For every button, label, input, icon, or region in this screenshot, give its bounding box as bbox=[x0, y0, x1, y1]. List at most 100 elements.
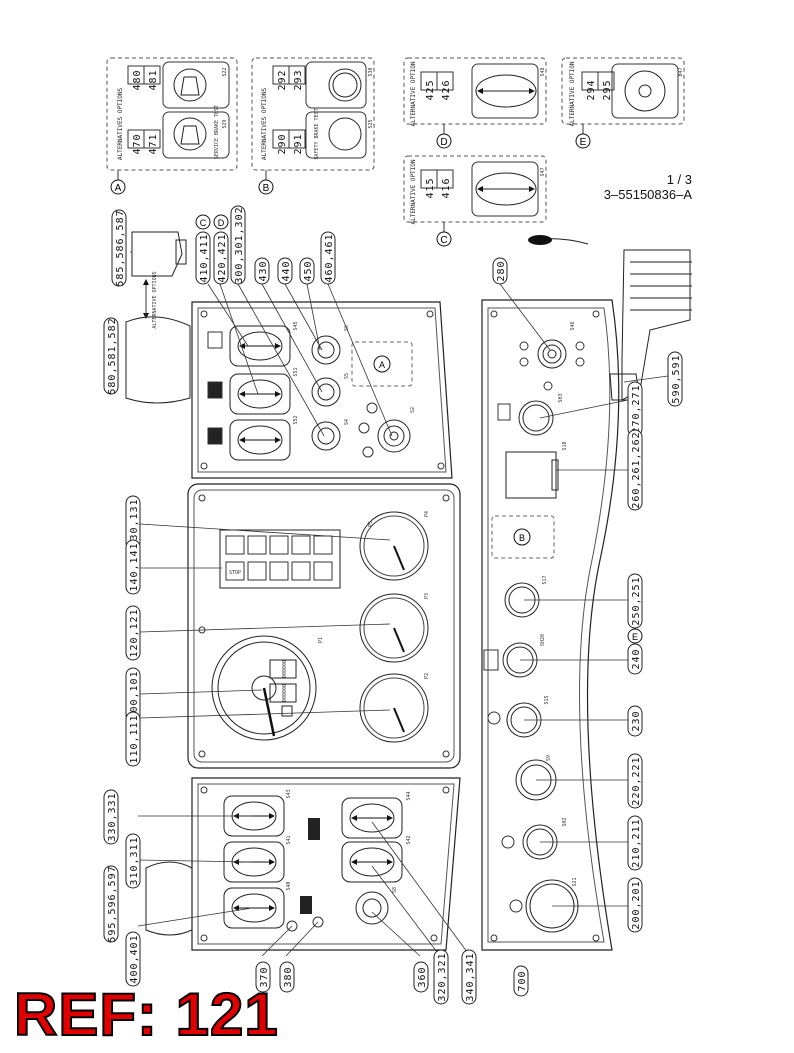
callout-200-201: 200,201 bbox=[631, 880, 642, 929]
option-a-letter: A bbox=[115, 183, 122, 194]
callout-250-251: 250,251 bbox=[631, 576, 642, 625]
option-c-switch: S47 bbox=[540, 167, 546, 176]
label-s5: S5 bbox=[344, 373, 350, 379]
label-s46: S46 bbox=[570, 321, 576, 330]
key-switch-s8[interactable] bbox=[355, 891, 389, 925]
label-s43: S43 bbox=[286, 789, 292, 798]
callout-460-461: 460,461 bbox=[324, 233, 335, 282]
rocker-switch-s44[interactable] bbox=[341, 797, 403, 839]
callout-270-271: 270,271 bbox=[631, 384, 642, 433]
label-s4: S4 bbox=[344, 419, 350, 425]
cab-icon bbox=[308, 818, 320, 840]
upper-switch-panel: A S45 S51 S52 S6 S5 S4 S2 bbox=[191, 301, 453, 479]
parking-icon bbox=[487, 711, 501, 725]
rotary-selector-280[interactable] bbox=[519, 339, 585, 391]
rocker-switch-s40[interactable] bbox=[223, 887, 285, 929]
callout-440: 440 bbox=[281, 260, 292, 281]
option-c-code-415: 415 bbox=[425, 177, 436, 198]
lights-icon bbox=[207, 331, 223, 349]
jack-icon bbox=[483, 649, 499, 671]
label-s52: S52 bbox=[293, 415, 299, 424]
button-sh3[interactable] bbox=[518, 400, 554, 436]
callout-380: 380 bbox=[283, 966, 294, 987]
option-e-code-294: 294 bbox=[586, 79, 597, 100]
gauge-p2: P2 bbox=[359, 673, 430, 743]
keychain-and-mat bbox=[528, 235, 692, 401]
label-s6: S6 bbox=[344, 325, 350, 331]
warning-light-block: STOP bbox=[219, 529, 341, 589]
option-c-letter: C bbox=[440, 235, 447, 246]
rotary-knob-s4[interactable] bbox=[311, 421, 341, 451]
sheet-page: 1 / 3 bbox=[666, 172, 692, 187]
option-a-code-471: 471 bbox=[148, 133, 159, 154]
ignition-key-switch[interactable] bbox=[377, 419, 411, 453]
callout-400-401: 400,401 bbox=[129, 934, 140, 983]
callout-340-341: 340,341 bbox=[465, 952, 476, 1001]
placeholder-option-a: A bbox=[379, 360, 385, 370]
callout-700: 700 bbox=[517, 970, 528, 991]
emergency-brake-icon bbox=[509, 899, 523, 913]
callout-260-261-262: 260,261,262 bbox=[631, 431, 642, 508]
rocker-switch-s51[interactable] bbox=[229, 373, 291, 415]
option-a-switch-s22: S22 bbox=[222, 67, 228, 76]
callout-595-596-597: 595,596,597 bbox=[107, 865, 118, 942]
option-d-title: ALTERNATIVE OPTION bbox=[410, 61, 417, 126]
callout-220-221: 220,221 bbox=[631, 756, 642, 805]
option-box-d: 425 426 ALTERNATIVE OPTION S48 D bbox=[403, 57, 547, 149]
label-p2: P2 bbox=[424, 673, 430, 679]
label-s9: S9 bbox=[546, 755, 552, 761]
label-s44: S44 bbox=[406, 791, 412, 800]
option-b-switch-s25: S25 bbox=[368, 119, 374, 128]
alt-options-arrow: ALTERNATIVE OPTIONS bbox=[143, 271, 158, 329]
option-d-code-425: 425 bbox=[425, 79, 436, 100]
callouts-top: 585,586,587 410,411 C 420,421 D 300,301,… bbox=[111, 205, 508, 287]
label-s40: S40 bbox=[286, 881, 292, 890]
callout-280: 280 bbox=[496, 260, 507, 281]
option-box-a: 480 481 470 471 ALTERNATIVES OPTIONS S22… bbox=[106, 57, 238, 195]
label-s42: S42 bbox=[406, 835, 412, 844]
option-box-b: 292 293 290 291 ALTERNATIVES OPTIONS S30… bbox=[251, 57, 375, 195]
option-a-caption: SERVICE BRAKE TEST bbox=[214, 105, 220, 159]
label-s2: S2 bbox=[410, 407, 416, 413]
label-s21: S21 bbox=[572, 877, 578, 886]
callout-420-421: 420,421 bbox=[217, 233, 228, 282]
option-e-code-295: 295 bbox=[602, 79, 613, 100]
label-sh2: SH2 bbox=[562, 817, 568, 826]
callout-370: 370 bbox=[259, 966, 270, 987]
callouts-bottom: 370 380 360 320,321 340,341 700 bbox=[255, 949, 529, 1005]
callout-240: 240 bbox=[631, 648, 642, 669]
gauge-panel: STOP 000000 000000 P1 P2 P3 bbox=[187, 483, 461, 769]
callout-585-586-587: 585,586,587 bbox=[115, 209, 126, 286]
rocker-switch-s42[interactable] bbox=[341, 841, 403, 883]
odometer-lower: 000000 bbox=[282, 684, 288, 702]
speedometer-p1: 000000 000000 P1 bbox=[211, 635, 324, 741]
callout-110-111: 110,111 bbox=[129, 714, 140, 763]
callout-120-121: 120,121 bbox=[129, 608, 140, 657]
callout-310-311: 310,311 bbox=[129, 836, 140, 885]
placeholder-option-b: B bbox=[519, 533, 525, 543]
callout-330-331: 330,331 bbox=[107, 792, 118, 841]
option-b-title: ALTERNATIVES OPTIONS bbox=[261, 87, 268, 160]
rotary-knob-s5[interactable] bbox=[311, 377, 341, 407]
rocker-switch-s52[interactable] bbox=[229, 419, 291, 461]
option-b-letter: B bbox=[263, 183, 270, 194]
option-d-letter: D bbox=[440, 137, 447, 148]
option-e-title: ALTERNATIVE OPTION bbox=[569, 61, 576, 126]
option-a-code-470: 470 bbox=[132, 133, 143, 154]
lower-switch-panel: S43 S41 S40 S44 S42 S8 bbox=[191, 777, 461, 951]
rotary-knob-s6[interactable] bbox=[311, 335, 341, 365]
option-a-code-481: 481 bbox=[148, 69, 159, 90]
callout-360: 360 bbox=[417, 966, 428, 987]
callout-430: 430 bbox=[258, 260, 269, 281]
callout-300-301-302: 300,301,302 bbox=[234, 206, 245, 283]
callout-590-591: 590,591 bbox=[671, 354, 682, 403]
option-e-letter: E bbox=[580, 137, 587, 148]
label-p3: P3 bbox=[424, 593, 430, 599]
module-s10 bbox=[505, 451, 559, 499]
callouts-left: 580,581,582 130,131 140,141 120,121 100,… bbox=[103, 317, 141, 987]
label-p5: P5 bbox=[368, 521, 374, 527]
label-s17: S17 bbox=[542, 575, 548, 584]
option-b-caption: SAFETY BRAKE TEST bbox=[314, 108, 320, 159]
callout-letter-e: E bbox=[632, 632, 638, 642]
